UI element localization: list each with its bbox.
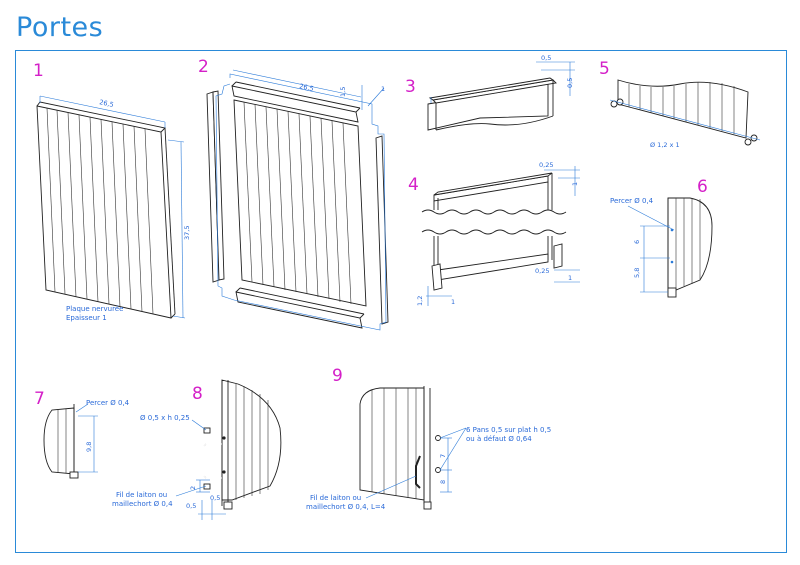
dim-3-top: 0,5 xyxy=(541,54,551,62)
figure-9-door xyxy=(359,386,467,510)
figure-1-panel xyxy=(36,95,186,319)
figure-8-handle xyxy=(175,379,282,520)
step-number-5: 5 xyxy=(599,59,610,79)
note-fil-8-line2: maillechort Ø 0,4 xyxy=(112,500,173,508)
dim-1-height: 37,5 xyxy=(183,226,191,240)
note-pans-9-line2: ou à défaut Ø 0,64 xyxy=(466,435,532,443)
figure-2-assembly xyxy=(206,69,389,331)
note-percer-7: Percer Ø 0,4 xyxy=(86,399,130,407)
figure-7-drill xyxy=(43,403,98,479)
step-number-4: 4 xyxy=(408,175,419,195)
note-plaque-line2: Epaisseur 1 xyxy=(66,314,107,322)
note-bouton-8: Ø 0,5 x h 0,25 xyxy=(140,414,190,422)
note-fil-9-line1: Fil de laiton ou xyxy=(310,494,361,502)
figure-5-pivot xyxy=(609,79,761,146)
figure-4-frame xyxy=(420,166,580,306)
dim-4-top: 0,25 xyxy=(539,161,553,169)
page-title: Portes xyxy=(16,12,104,43)
step-number-7: 7 xyxy=(34,389,45,409)
step-number-2: 2 xyxy=(198,57,209,77)
dim-6-upper: 6 xyxy=(633,240,641,244)
note-plaque-line1: Plaque nervurée xyxy=(66,305,123,313)
step-number-1: 1 xyxy=(33,61,44,81)
figure-6-drill xyxy=(627,197,713,298)
dim-1-width: 26,5 xyxy=(99,98,115,109)
dim-8-knob: 0,5 xyxy=(210,494,220,502)
dim-2-thickness: 1 xyxy=(381,85,385,93)
dim-4-foot-w: 1 xyxy=(451,298,455,306)
dim-4-post: 0,25 xyxy=(535,267,549,275)
dim-4-base: 1 xyxy=(568,274,572,282)
dim-8-gap: 2 xyxy=(189,486,197,490)
note-fil-8-line1: Fil de laiton ou xyxy=(116,491,167,499)
dim-6-lower: 5,8 xyxy=(633,268,641,278)
note-pans-9-line1: 6 Pans 0,5 sur plat h 0,5 xyxy=(466,426,551,434)
dim-2-rail: 1,5 xyxy=(339,87,347,97)
dim-7-height: 9,8 xyxy=(85,442,93,452)
dim-9-lower: 8 xyxy=(439,480,447,484)
dim-4-foot-h: 1,2 xyxy=(416,296,424,306)
note-fil-pivot: Ø 1,2 x 1 xyxy=(650,141,680,149)
step-number-8: 8 xyxy=(192,384,203,404)
dim-3-side: 0,5 xyxy=(566,78,574,88)
dim-2-width: 26,5 xyxy=(299,82,315,93)
step-number-9: 9 xyxy=(332,366,343,386)
figure-3-rail xyxy=(427,61,575,131)
note-fil-9-line2: maillechort Ø 0,4, L=4 xyxy=(306,503,386,511)
note-percer-6: Percer Ø 0,4 xyxy=(610,197,654,205)
dim-8-offset: 0,5 xyxy=(186,502,196,510)
drawing-frame xyxy=(15,50,787,553)
step-number-6: 6 xyxy=(697,177,708,197)
step-number-3: 3 xyxy=(405,77,416,97)
dim-9-upper: 7 xyxy=(439,454,447,458)
dim-4-bar: 1 xyxy=(571,182,579,186)
